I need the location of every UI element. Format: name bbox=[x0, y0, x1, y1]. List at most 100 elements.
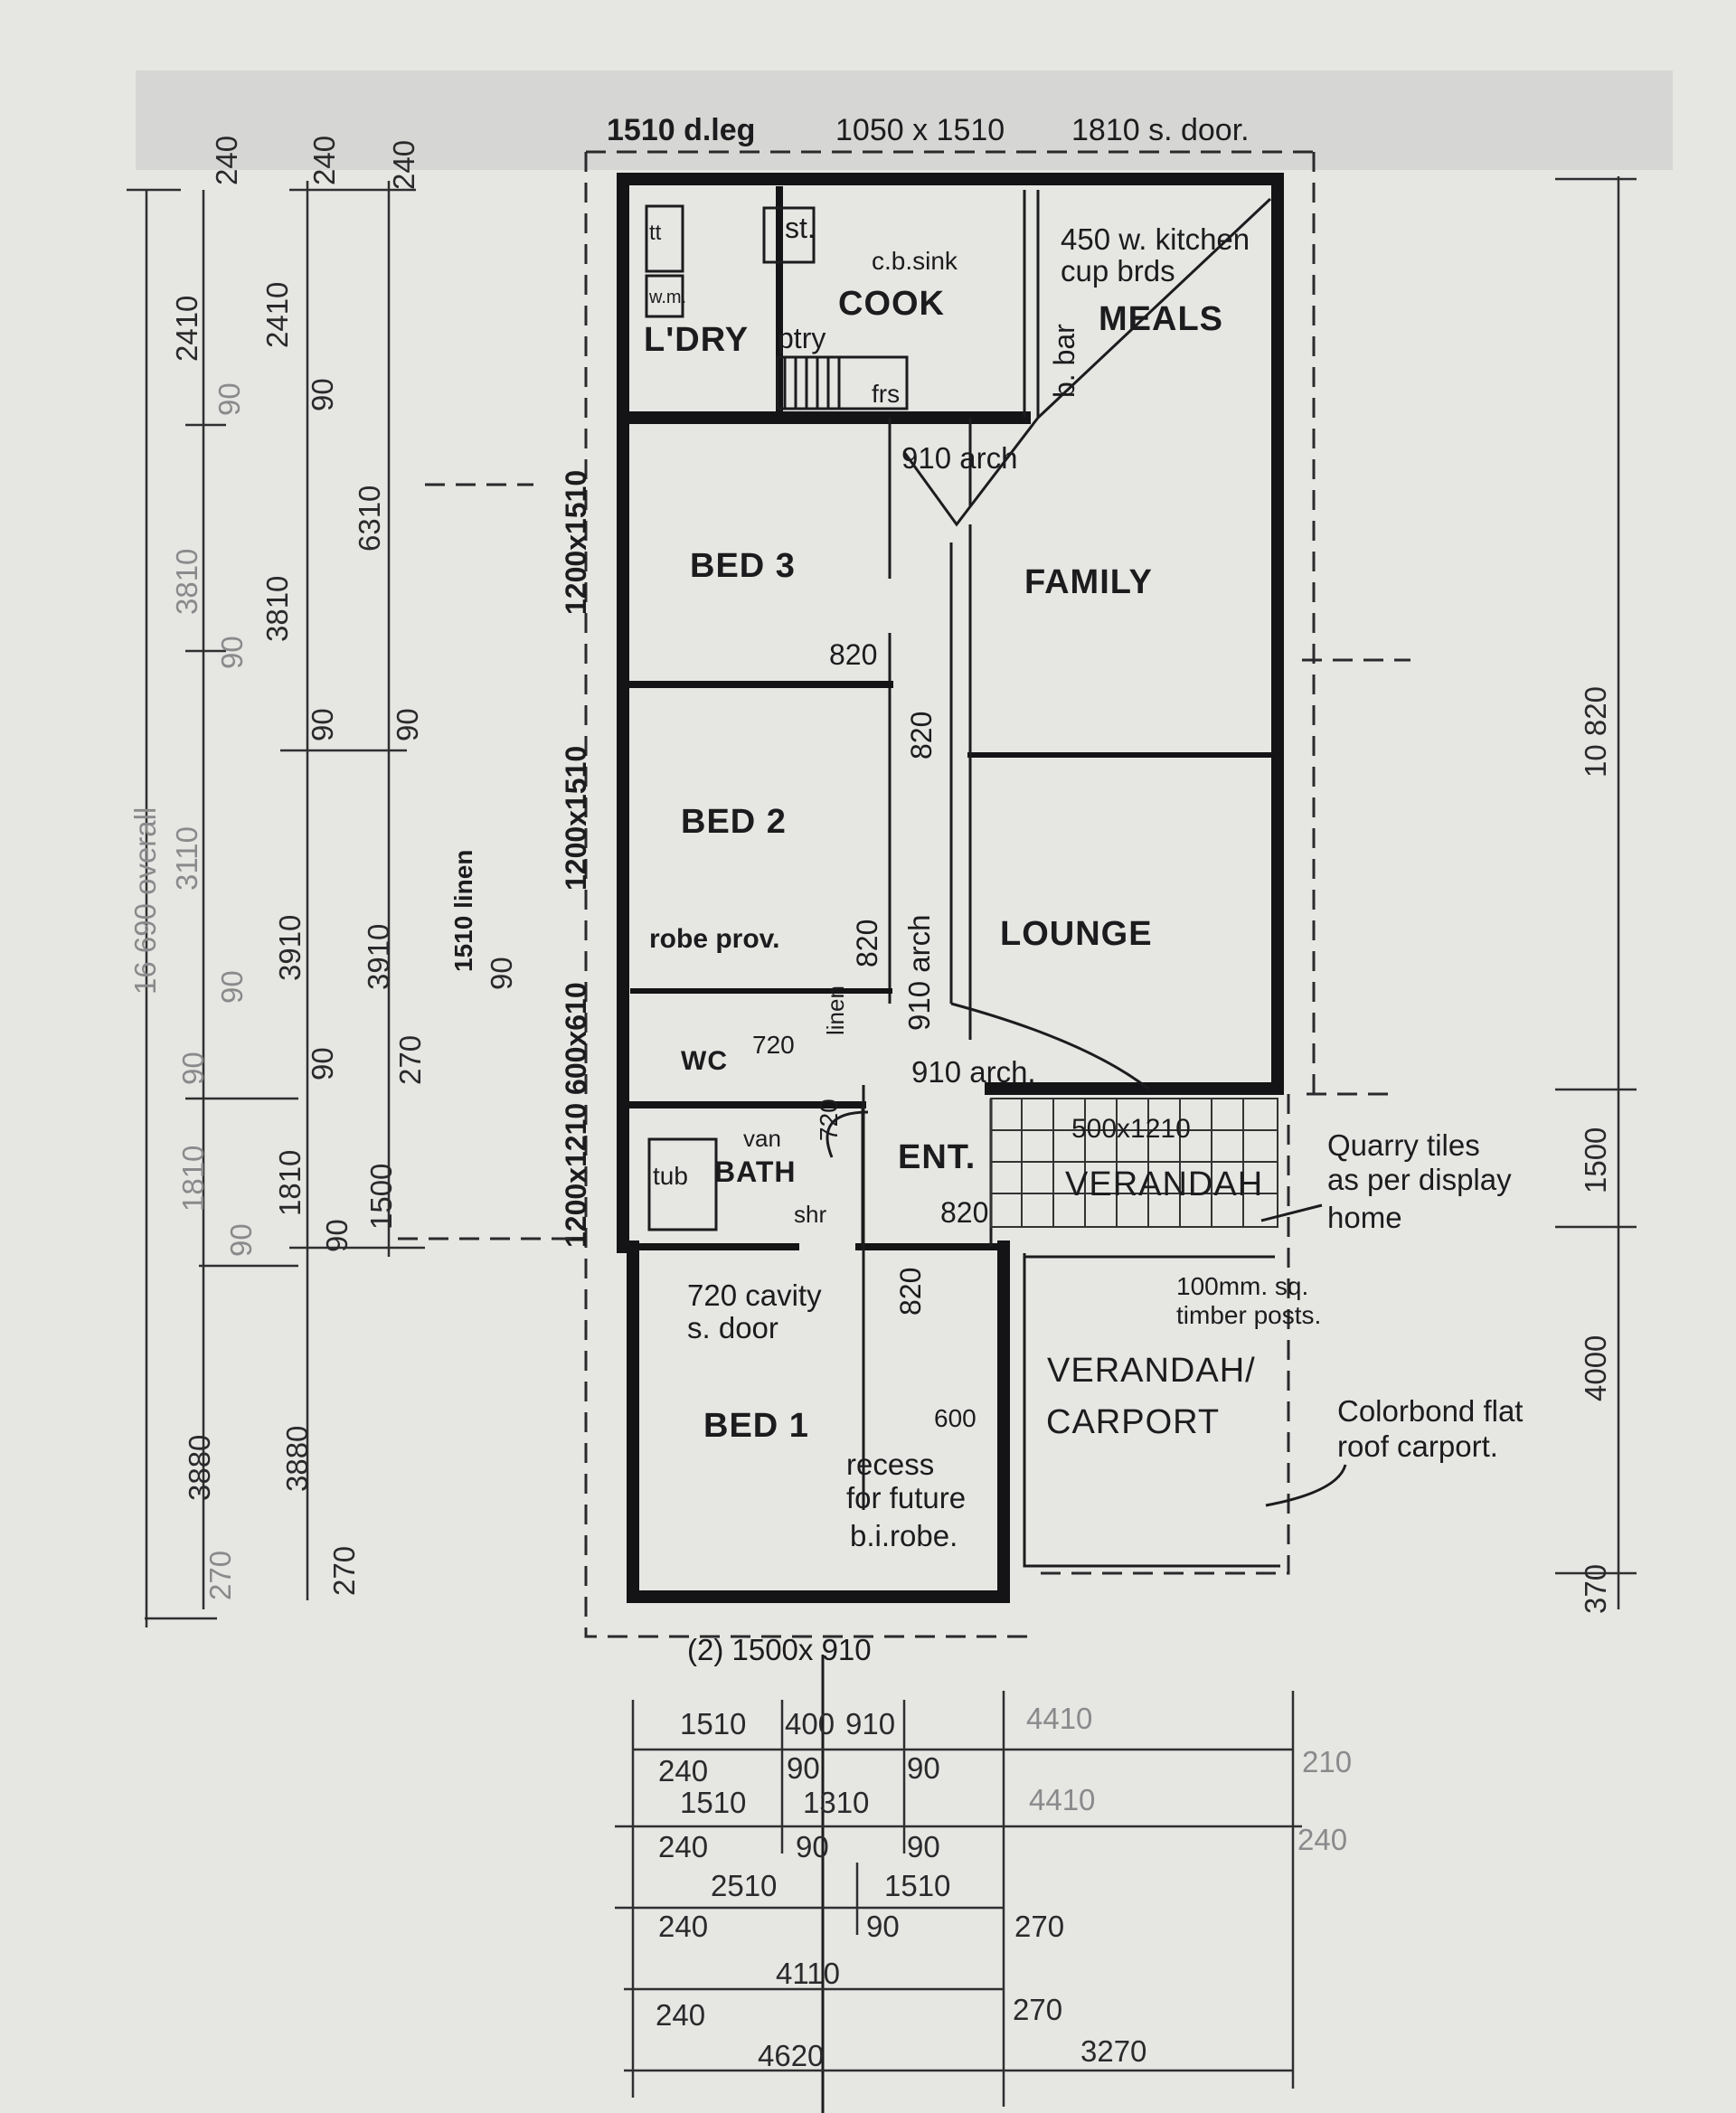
dim-label: 3910 bbox=[273, 915, 307, 981]
dim-label: 910 bbox=[845, 1707, 895, 1740]
bottom-dim-row5: 2510 1510 bbox=[711, 1869, 950, 1902]
dim-label: 90 bbox=[485, 957, 518, 990]
dim-label: 3810 bbox=[260, 576, 294, 642]
bottom-dimensions bbox=[615, 1691, 1302, 2107]
colorbond-note-line1: Colorbond flat bbox=[1337, 1394, 1523, 1428]
dim-label: 240 bbox=[210, 136, 243, 185]
colorbond-leader-line bbox=[1265, 1464, 1347, 1507]
linen-label: linen bbox=[822, 986, 849, 1035]
dim-label: 90 bbox=[306, 1047, 339, 1080]
bottom-dim-row7: 4110 bbox=[776, 1957, 840, 1990]
overall-dimension: 16 690 overall bbox=[128, 807, 162, 995]
room-verandah: VERANDAH bbox=[1065, 1165, 1263, 1203]
room-bed2: BED 2 bbox=[681, 803, 787, 841]
arch-label-top: 910 arch bbox=[901, 441, 1017, 475]
dim-label: 90 bbox=[215, 636, 249, 669]
dim-label: 90 bbox=[866, 1910, 900, 1943]
door-width-bed1: 820 bbox=[894, 1268, 927, 1316]
door-width-bed3: 820 bbox=[829, 638, 877, 671]
dim-label: 3110 bbox=[170, 826, 203, 891]
room-family: FAMILY bbox=[1024, 563, 1153, 601]
bottom-dim-row2: 240 90 90 210 bbox=[658, 1745, 1352, 1788]
bottom-dim-row9: 4620 3270 bbox=[758, 2034, 1146, 2072]
dim-label: 6310 bbox=[353, 486, 386, 552]
walls bbox=[617, 173, 1284, 2113]
dim-label: 3910 bbox=[362, 924, 395, 990]
bottom-dim-row1: 1510 400 910 4410 bbox=[680, 1702, 1092, 1740]
dim-label: 3880 bbox=[183, 1435, 216, 1501]
window-label-bed2: 1200x1510 bbox=[560, 746, 592, 891]
top-label-laundry-door: 1510 d.leg bbox=[607, 113, 755, 147]
dim-label: 240 bbox=[656, 1998, 705, 2032]
sink-label: c.b.sink bbox=[872, 247, 958, 275]
dim-label: 1500 bbox=[364, 1164, 398, 1230]
room-cook: COOK bbox=[838, 285, 945, 323]
door-width-entry: 820 bbox=[940, 1196, 988, 1229]
bottom-dim-row6: 240 90 270 bbox=[658, 1910, 1064, 1943]
left-dim-col-c: 240 240 6310 90 3910 270 1500 90 bbox=[307, 136, 518, 1230]
dim-label: 1310 bbox=[803, 1786, 869, 1819]
left-dim-col-a: 2410 90 3810 90 3110 90 90 1810 90 3880 … bbox=[170, 296, 258, 1600]
quarry-note-line2: as per display bbox=[1327, 1163, 1512, 1196]
dim-label: 2410 bbox=[260, 282, 294, 348]
shower-label: shr bbox=[794, 1201, 826, 1228]
door-width-bed2: 820 bbox=[905, 712, 938, 759]
verandah-tiles bbox=[990, 1098, 1280, 1568]
bottom-dim-row3: 1510 1310 4410 bbox=[680, 1783, 1095, 1819]
left-dim-col-b: 240 2410 90 3810 90 3910 90 1810 90 3880… bbox=[210, 136, 361, 1596]
stove-label: st. bbox=[785, 212, 816, 244]
door-width-linen: 820 bbox=[851, 920, 883, 967]
colorbond-note-line2: roof carport. bbox=[1337, 1429, 1498, 1463]
dim-label: 270 bbox=[393, 1035, 427, 1085]
room-carport-line2: CARPORT bbox=[1046, 1403, 1220, 1441]
dim-label: 210 bbox=[1302, 1745, 1352, 1778]
tub-label: tub bbox=[653, 1162, 688, 1190]
posts-note-line1: 100mm. sq. bbox=[1176, 1272, 1308, 1300]
linen-dimension-label: 1510 linen bbox=[449, 850, 477, 972]
door-width-wc: 720 bbox=[752, 1031, 795, 1059]
dim-label: 1510 bbox=[884, 1869, 950, 1902]
dim-label: 2410 bbox=[170, 296, 203, 362]
dim-label: 90 bbox=[306, 708, 339, 741]
washing-machine-label: w.m. bbox=[648, 288, 686, 307]
recess-width: 600 bbox=[934, 1404, 976, 1432]
room-bed1: BED 1 bbox=[703, 1407, 809, 1445]
dim-label: 90 bbox=[176, 1052, 210, 1085]
top-label-kitchen-window: 1050 x 1510 bbox=[835, 113, 1005, 147]
right-dim-carport: 4000 bbox=[1579, 1335, 1612, 1401]
window-label-bed3: 1200x1510 bbox=[560, 470, 592, 615]
dim-label: 90 bbox=[907, 1751, 940, 1785]
dim-label: 90 bbox=[224, 1223, 258, 1257]
dim-label: 3270 bbox=[1080, 2034, 1146, 2068]
dim-label: 4410 bbox=[1029, 1783, 1095, 1816]
dim-label: 90 bbox=[215, 970, 249, 1004]
window-label-bath: 1200x1210 600x610 bbox=[560, 982, 592, 1248]
recess-note-line3: b.i.robe. bbox=[850, 1519, 958, 1552]
tub-trough-label: tt bbox=[649, 221, 662, 245]
cavity-door-note-line1: 720 cavity bbox=[687, 1278, 822, 1312]
pantry-label: ptry bbox=[778, 322, 826, 354]
dim-label: 90 bbox=[212, 382, 246, 416]
recess-note-line1: recess bbox=[846, 1448, 934, 1481]
room-wc: WC bbox=[681, 1046, 728, 1076]
dim-label: 4620 bbox=[758, 2039, 824, 2072]
dim-label: 240 bbox=[1297, 1823, 1347, 1856]
room-lounge: LOUNGE bbox=[1000, 915, 1153, 953]
right-dimensions bbox=[1302, 176, 1637, 1609]
left-dimensions bbox=[127, 181, 579, 1627]
kitchen-note-line1: 450 w. kitchen bbox=[1061, 222, 1250, 256]
dim-label: 240 bbox=[387, 140, 420, 190]
quarry-leader-line bbox=[1260, 1203, 1323, 1222]
right-dim-verandah: 1500 bbox=[1579, 1127, 1612, 1193]
dim-label: 1810 bbox=[273, 1150, 307, 1216]
dim-label: 90 bbox=[787, 1751, 820, 1785]
dim-label: 4410 bbox=[1026, 1702, 1092, 1735]
recess-note-line2: for future bbox=[846, 1481, 966, 1514]
dim-label: 3810 bbox=[170, 549, 203, 615]
room-bed3: BED 3 bbox=[690, 547, 796, 585]
dim-label: 240 bbox=[658, 1910, 708, 1943]
room-carport-line1: VERANDAH/ bbox=[1047, 1352, 1256, 1390]
dim-label: 270 bbox=[203, 1551, 237, 1600]
